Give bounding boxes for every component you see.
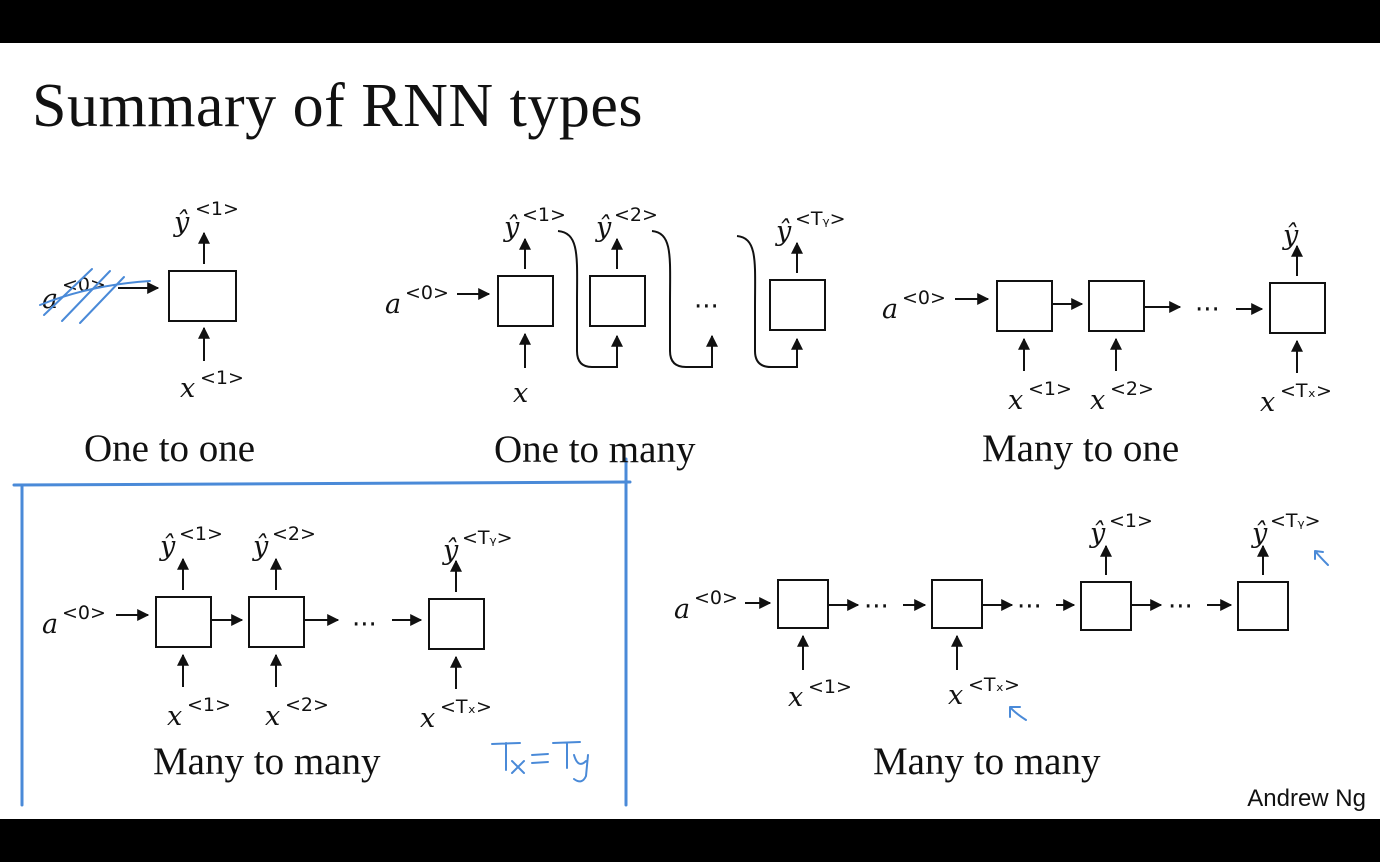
- x1-label: x: [788, 682, 803, 713]
- y-hat-label: ŷ: [173, 207, 190, 238]
- highlight-frame: [12, 457, 632, 807]
- y-hat-1-label: ŷ: [1089, 518, 1106, 549]
- a0-superscript: <0>: [62, 274, 106, 296]
- xtx-label: x: [1260, 387, 1275, 418]
- y2-superscript: <2>: [272, 523, 316, 545]
- a0-superscript: <0>: [62, 602, 106, 624]
- decoder-cell-ty: [1237, 581, 1289, 631]
- yty-superscript: <Tᵧ>: [795, 208, 846, 230]
- handwritten-note: [491, 741, 589, 783]
- rnn-cell-1: [155, 596, 212, 648]
- rnn-cell-tx: [1269, 282, 1326, 334]
- x2-superscript: <2>: [1110, 378, 1154, 400]
- rnn-cell: [168, 270, 237, 322]
- x-label: x: [180, 373, 195, 404]
- a0-superscript: <0>: [694, 587, 738, 609]
- ellipsis: ···: [1195, 295, 1220, 325]
- ellipsis-1: ···: [864, 592, 889, 622]
- author-credit: Andrew Ng: [1247, 785, 1366, 812]
- x2-label: x: [1090, 385, 1105, 416]
- caption-one-to-many: One to many: [494, 428, 696, 471]
- x1-superscript: <1>: [187, 694, 231, 716]
- one-to-one-diagram: a <0> ŷ <1> x <1>: [39, 198, 244, 404]
- y-hat-label: ŷ: [1282, 220, 1299, 251]
- xtx-label: x: [948, 680, 963, 711]
- one-to-many-diagram: a <0> ··· ŷ <1> ŷ <2> ŷ <Tᵧ> x: [385, 204, 846, 409]
- a0-label: a: [385, 289, 401, 320]
- rnn-cell-t: [428, 598, 485, 650]
- decoder-cell-1: [1080, 581, 1132, 631]
- ink-arrow-ty: [1314, 550, 1329, 566]
- x1-label: x: [1008, 385, 1023, 416]
- y-hat-t-label: ŷ: [442, 535, 459, 566]
- x1-superscript: <1>: [1028, 378, 1072, 400]
- ellipsis: ···: [352, 610, 377, 640]
- xtx-superscript: <Tₓ>: [440, 696, 492, 718]
- y1-superscript: <1>: [1109, 510, 1153, 532]
- y2-superscript: <2>: [614, 204, 658, 226]
- a0-label: a: [674, 594, 690, 625]
- slide: Summary of RNN types a <0> ŷ <1> x <1>: [0, 43, 1380, 819]
- encoder-cell-1: [777, 579, 829, 629]
- ellipsis-3: ···: [1168, 592, 1193, 622]
- rnn-cell-2: [248, 596, 305, 648]
- caption-many-to-one: Many to one: [982, 427, 1180, 470]
- ellipsis-2: ···: [1017, 592, 1042, 622]
- rnn-cell-2: [1088, 280, 1145, 332]
- encoder-cell-tx: [931, 579, 983, 629]
- y1-superscript: <1>: [195, 198, 239, 220]
- rnn-cell-ty: [769, 279, 826, 331]
- y-hat-1-label: ŷ: [159, 531, 176, 562]
- many-to-one-diagram: a <0> ··· ŷ x <1> x <2> x <Tₓ>: [882, 220, 1332, 418]
- yty-superscript: <Tᵧ>: [1270, 510, 1321, 532]
- x2-label: x: [265, 701, 280, 732]
- ink-arrow-tx: [1009, 706, 1027, 721]
- rnn-cell-1: [996, 280, 1053, 332]
- y-hat-1-label: ŷ: [503, 212, 520, 243]
- x1-label: x: [167, 701, 182, 732]
- caption-one-to-one: One to one: [84, 427, 256, 470]
- rnn-cell-2: [589, 275, 646, 327]
- ellipsis: ···: [694, 292, 719, 322]
- xtx-label: x: [420, 703, 435, 734]
- y-hat-2-label: ŷ: [252, 531, 269, 562]
- y-hat-2-label: ŷ: [595, 212, 612, 243]
- caption-many-to-many-encdec: Many to many: [873, 740, 1101, 783]
- x1-superscript: <1>: [200, 367, 244, 389]
- y-hat-ty-label: ŷ: [1251, 518, 1268, 549]
- caption-many-to-many-equal: Many to many: [153, 740, 381, 783]
- y1-superscript: <1>: [179, 523, 223, 545]
- a0-superscript: <0>: [405, 282, 449, 304]
- rnn-cell-1: [497, 275, 554, 327]
- y-hat-ty-label: ŷ: [775, 216, 792, 247]
- a0-label: a: [42, 609, 58, 640]
- xtx-superscript: <Tₓ>: [968, 674, 1020, 696]
- a0-label: a: [882, 294, 898, 325]
- many-to-many-encdec-diagram: a <0> ··· ··· ··· ŷ <1> ŷ <Tᵧ> x <1>: [674, 510, 1329, 721]
- yty-superscript: <Tᵧ>: [462, 527, 513, 549]
- feedback-connector-3: [736, 235, 803, 368]
- x1-superscript: <1>: [808, 676, 852, 698]
- feedback-connector-1: [557, 230, 623, 368]
- xtx-superscript: <Tₓ>: [1280, 380, 1332, 402]
- rnn-types-diagram: a <0> ŷ <1> x <1> a <0> ···: [12, 198, 1332, 807]
- x-label: x: [513, 378, 528, 409]
- x2-superscript: <2>: [285, 694, 329, 716]
- a0-label: a: [42, 284, 58, 315]
- many-to-many-equal-diagram: a <0> ··· ŷ <1> ŷ <2> ŷ <Tᵧ> x <1> x <2>: [42, 523, 513, 734]
- a0-superscript: <0>: [902, 287, 946, 309]
- y1-superscript: <1>: [522, 204, 566, 226]
- strike-through-ink: [39, 268, 151, 324]
- feedback-connector-2: [651, 230, 718, 368]
- slide-title: Summary of RNN types: [32, 72, 644, 140]
